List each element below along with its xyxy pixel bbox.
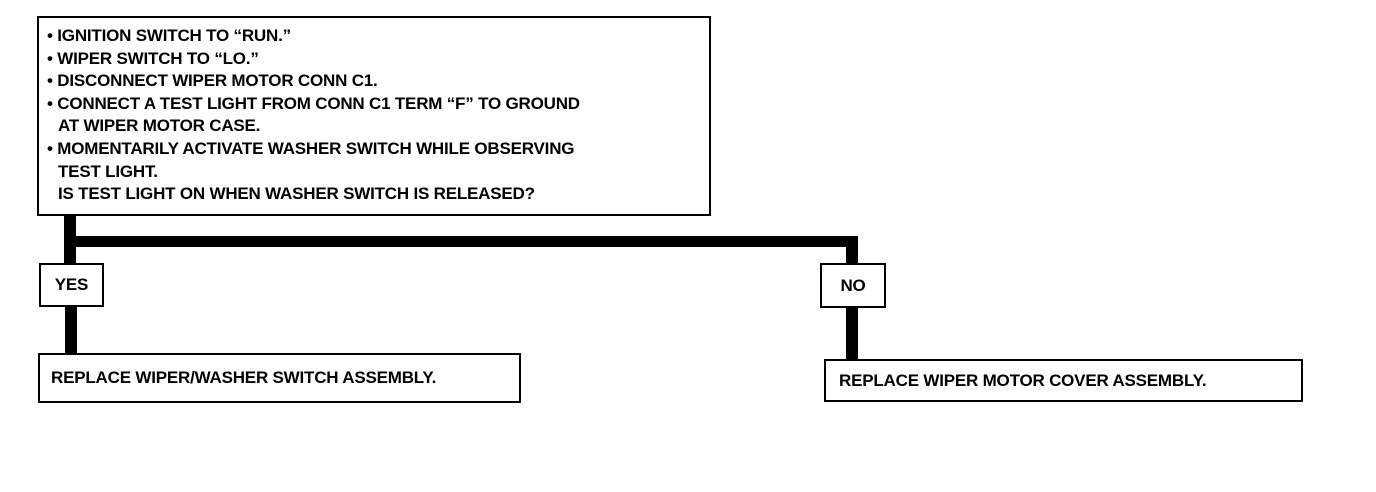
no-result-box: REPLACE WIPER MOTOR COVER ASSEMBLY.: [824, 359, 1303, 402]
connector-horizontal: [64, 236, 858, 247]
yes-result-box: REPLACE WIPER/WASHER SWITCH ASSEMBLY.: [38, 353, 521, 403]
no-branch-label-box: NO: [820, 263, 886, 308]
question-line-wiper-switch: • WIPER SWITCH TO “LO.”: [47, 48, 259, 68]
question-line-connect-continued: AT WIPER MOTOR CASE.: [58, 116, 261, 136]
question-box: • IGNITION SWITCH TO “RUN.” • WIPER SWIT…: [37, 16, 711, 216]
question-line-disconnect: • DISCONNECT WIPER MOTOR CONN C1.: [47, 71, 378, 91]
connector-yes-result: [65, 305, 77, 355]
connector-no-down: [846, 236, 858, 264]
question-line-connect-test-light: • CONNECT A TEST LIGHT FROM CONN C1 TERM…: [47, 93, 580, 113]
connector-no-result: [846, 306, 858, 361]
yes-branch-label-box: YES: [39, 263, 104, 307]
yes-label: YES: [54, 275, 89, 294]
question-line-activate-continued: TEST LIGHT.: [58, 161, 158, 181]
question-line-activate-washer: • MOMENTARILY ACTIVATE WASHER SWITCH WHI…: [47, 138, 575, 158]
yes-result-text: REPLACE WIPER/WASHER SWITCH ASSEMBLY.: [51, 368, 437, 387]
no-result-text: REPLACE WIPER MOTOR COVER ASSEMBLY.: [839, 370, 1207, 390]
no-label: NO: [840, 275, 866, 295]
question-line-main-question: IS TEST LIGHT ON WHEN WASHER SWITCH IS R…: [58, 184, 535, 204]
question-line-ignition: • IGNITION SWITCH TO “RUN.”: [47, 26, 291, 45]
